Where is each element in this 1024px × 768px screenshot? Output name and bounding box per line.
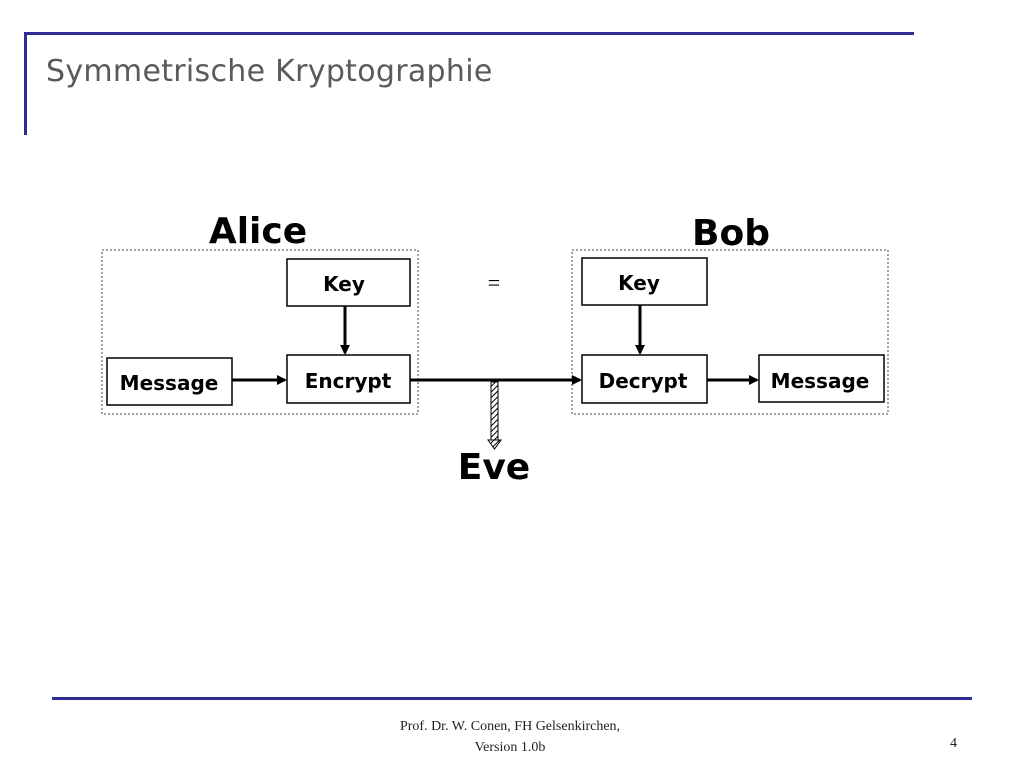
- bob-container: [571, 249, 889, 415]
- bob-label: Bob: [692, 213, 770, 254]
- title-accent-top: [24, 32, 914, 35]
- encrypt-label: Encrypt: [305, 369, 392, 393]
- page-number: 4: [950, 736, 957, 751]
- alice-message-box: Message: [106, 357, 233, 406]
- encrypt-box: Encrypt: [286, 354, 411, 404]
- bob-message-box: Message: [758, 354, 885, 403]
- footer-version: Version 1.0b: [474, 740, 546, 755]
- bob-message-label: Message: [771, 369, 870, 393]
- bob-key-box: Key: [581, 257, 708, 306]
- alice-key-box: Key: [286, 258, 411, 307]
- decrypt-box: Decrypt: [581, 354, 708, 404]
- footer-author: Prof. Dr. W. Conen, FH Gelsenkirchen,: [399, 719, 621, 734]
- alice-message-label: Message: [120, 371, 219, 395]
- footer-divider: [52, 697, 972, 700]
- alice-key-label: Key: [323, 272, 365, 296]
- title-accent-left: [24, 32, 27, 135]
- alice-container: [101, 249, 419, 415]
- decrypt-label: Decrypt: [599, 369, 688, 393]
- equals-sign: =: [488, 270, 500, 295]
- bob-key-label: Key: [618, 271, 660, 295]
- eve-eavesdrop-arrow: [487, 381, 502, 450]
- slide-title: Symmetrische Kryptographie: [46, 54, 493, 89]
- footer-credits: Prof. Dr. W. Conen, FH Gelsenkirchen, Ve…: [360, 716, 660, 758]
- alice-label: Alice: [209, 211, 307, 252]
- eve-label: Eve: [458, 447, 530, 488]
